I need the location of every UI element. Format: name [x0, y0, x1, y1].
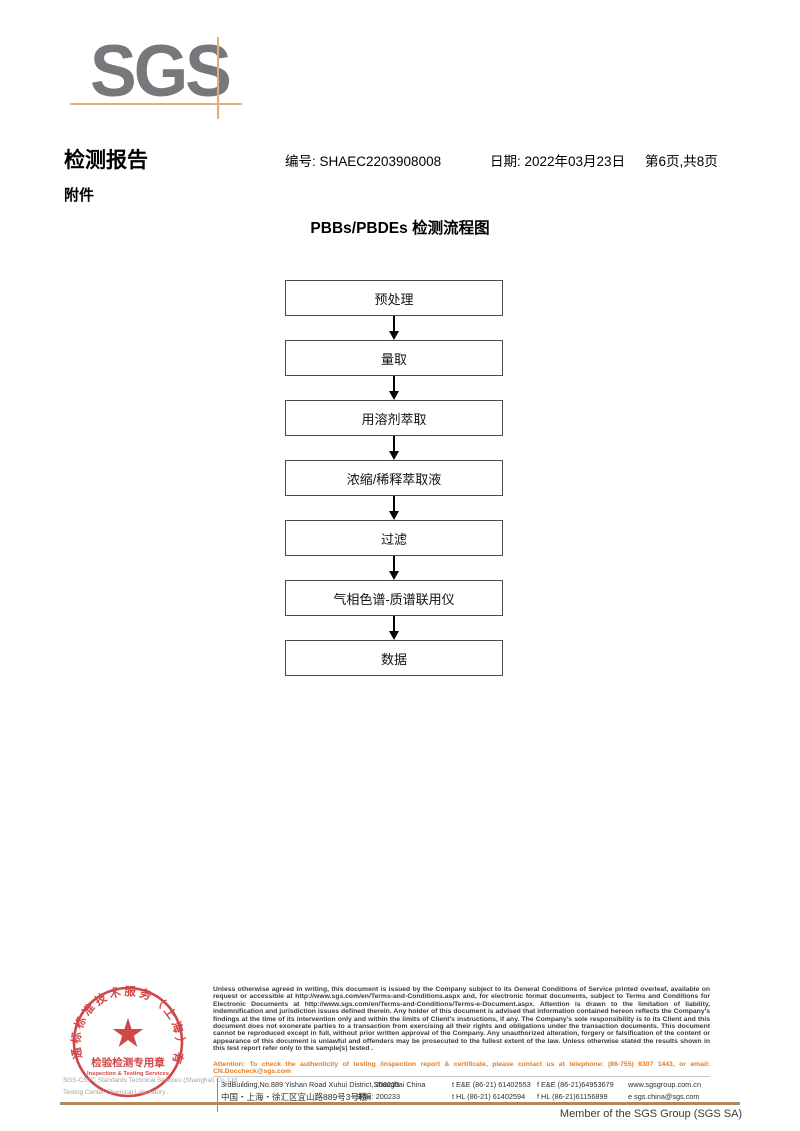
report-number: 编号: SHAEC2203908008 — [285, 154, 442, 169]
arrow-down-icon — [285, 496, 503, 520]
arrow-down-icon — [285, 616, 503, 640]
address-en: 3rdBuilding,No.889 Yishan Road Xuhui Dis… — [221, 1080, 426, 1089]
tel-ee: t E&E (86-21) 61402553 — [452, 1080, 531, 1089]
footer-company-name-en: SGS-CSTC Standards Technical Services (S… — [63, 1077, 239, 1084]
flow-step-gcms: 气相色谱-质谱联用仪 — [285, 580, 503, 616]
footer-company-dept-en: Testing Center-Chemical Laboratory . — [63, 1089, 169, 1096]
postcode-cn: 邮编: 200233 — [357, 1092, 400, 1101]
arrow-down-icon — [285, 376, 503, 400]
flow-step-pretreatment: 预处理 — [285, 280, 503, 316]
report-date: 日期: 2022年03月23日 — [490, 154, 626, 169]
fax-hl: f HL (86-21)61156899 — [537, 1092, 608, 1101]
flow-step-solvent-extraction: 用溶剂萃取 — [285, 400, 503, 436]
website: www.sgsgroup.com.cn — [628, 1080, 701, 1089]
flow-step-measure: 量取 — [285, 340, 503, 376]
address-divider — [213, 1076, 710, 1077]
flow-step-concentrate-dilute: 浓缩/稀释萃取液 — [285, 460, 503, 496]
company-seal-stamp-icon: 通标标准技术服务（上海）有限公司 检验检测专用章 Inspection & Te… — [66, 982, 187, 1098]
address-left-border — [217, 1078, 218, 1112]
attention-notice: Attention: To check the authenticity of … — [213, 1061, 710, 1076]
arrow-down-icon — [285, 316, 503, 340]
sgs-member-text: Member of the SGS Group (SGS SA) — [559, 1108, 743, 1120]
logo-crosshair-vertical — [217, 37, 219, 119]
address-cn: 中国・上海・徐汇区宜山路889号3号楼 — [221, 1092, 368, 1102]
flowchart: 预处理 量取 用溶剂萃取 浓缩/稀释萃取液 过滤 气相色谱-质谱联用仪 数据 — [285, 280, 503, 676]
postcode-en: 200233 — [375, 1080, 400, 1089]
flowchart-title: PBBs/PBDEs 检测流程图 — [310, 220, 490, 237]
arrow-down-icon — [285, 436, 503, 460]
flow-step-filter: 过滤 — [285, 520, 503, 556]
fax-ee: f E&E (86-21)64953679 — [537, 1080, 614, 1089]
page-title: 检测报告 — [64, 149, 148, 172]
logo-crosshair-horizontal — [70, 103, 242, 105]
email: e sgs.china@sgs.com — [628, 1092, 700, 1101]
legal-disclaimer: Unless otherwise agreed in writing, this… — [213, 986, 710, 1053]
footer-rule — [60, 1102, 740, 1105]
sgs-logo: SGS — [90, 30, 232, 112]
page-indicator: 第6页,共8页 — [645, 154, 718, 169]
attachment-label: 附件 — [64, 187, 95, 204]
tel-hl: t HL (86-21) 61402594 — [452, 1092, 526, 1101]
seal-line1: 检验检测专用章 — [91, 1056, 165, 1069]
seal-line2: Inspection & Testing Services — [87, 1071, 169, 1077]
seal-star-icon — [112, 1018, 144, 1047]
flow-step-data: 数据 — [285, 640, 503, 676]
arrow-down-icon — [285, 556, 503, 580]
